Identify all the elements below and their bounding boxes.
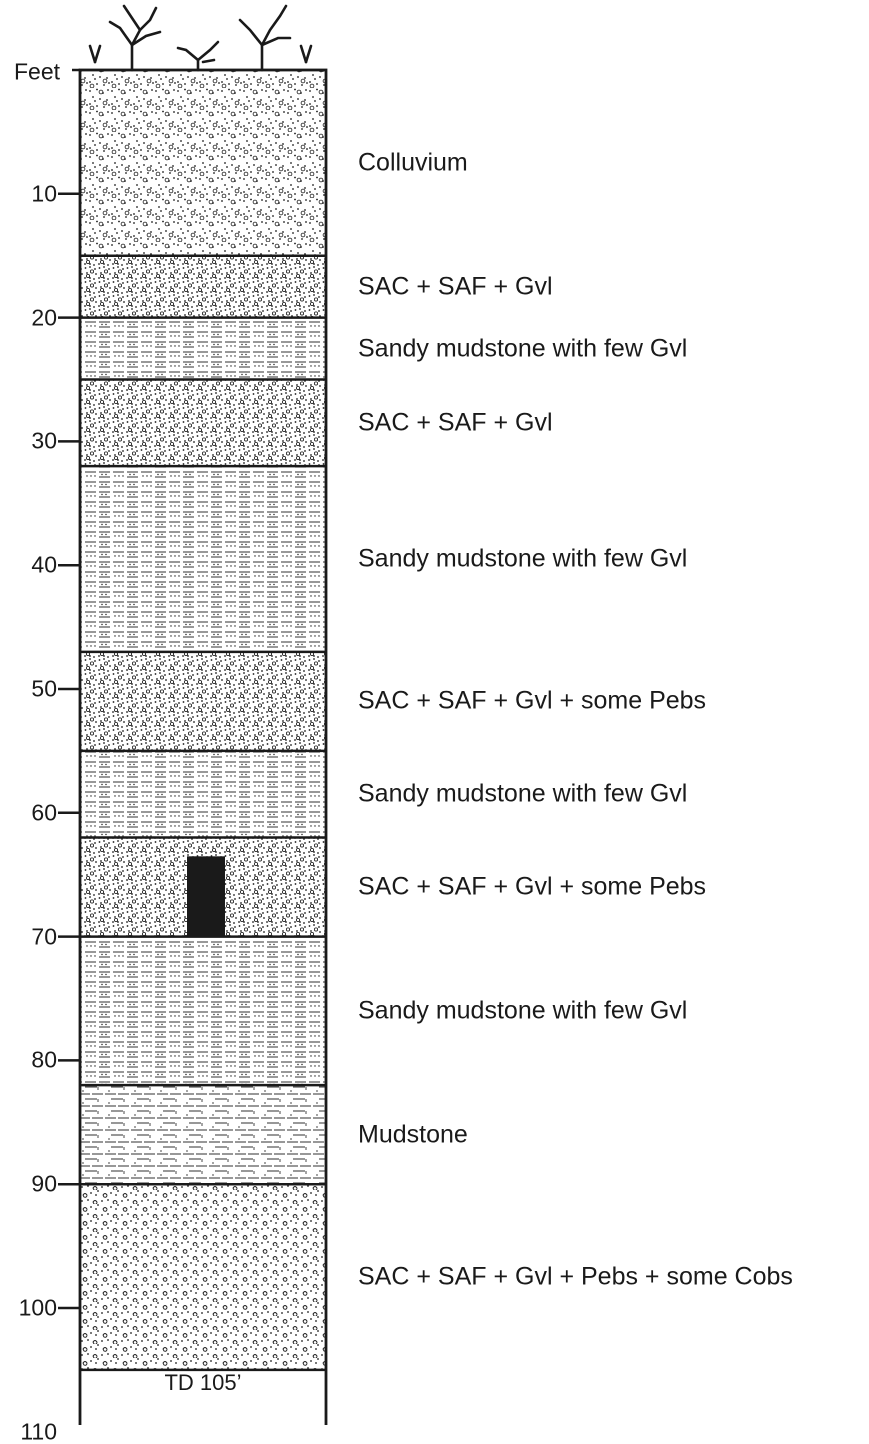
depth-tick-label: 20 — [31, 304, 57, 331]
layer-sandy-mudstone — [80, 466, 326, 652]
layer-description: SAC + SAF + Gvl — [358, 272, 553, 301]
layer-pebbles-cobbles — [80, 1184, 326, 1370]
sample-interval-bar — [187, 856, 225, 937]
depth-tick-label: 70 — [31, 923, 57, 950]
layer-colluvium — [80, 70, 326, 256]
depth-tick-label: 100 — [18, 1294, 57, 1321]
layer-description: SAC + SAF + Gvl + Pebs + some Cobs — [358, 1262, 793, 1291]
layer-sand-gravel — [80, 651, 326, 751]
layer-sandy-mudstone — [80, 317, 326, 380]
layer-sand-gravel — [80, 255, 326, 318]
layer-description: Colluvium — [358, 148, 468, 177]
vegetation-symbol — [88, 4, 313, 72]
depth-tick-label: 10 — [31, 180, 57, 207]
log-column-frame — [78, 68, 328, 1425]
layer-sandy-mudstone — [80, 936, 326, 1086]
layer-description: Sandy mudstone with few Gvl — [358, 779, 688, 808]
depth-tick-label: 110 — [20, 1418, 57, 1444]
depth-tick-label: 30 — [31, 427, 57, 454]
layer-description: Sandy mudstone with few Gvl — [358, 334, 688, 363]
layer-sand-gravel — [80, 379, 326, 467]
layer-mudstone — [80, 1085, 326, 1185]
layer-description: Sandy mudstone with few Gvl — [358, 996, 688, 1025]
depth-tick-label: 50 — [31, 675, 57, 702]
layer-description: SAC + SAF + Gvl + some Pebs — [358, 686, 707, 715]
depth-tick-label: 40 — [31, 551, 57, 578]
depth-tick-label: 90 — [31, 1170, 57, 1197]
layer-none — [80, 1369, 326, 1425]
depth-tick-label: 60 — [31, 799, 57, 826]
layer-description: SAC + SAF + Gvl — [358, 408, 553, 437]
depth-tick-label: 80 — [31, 1046, 57, 1073]
layer-sandy-mudstone — [80, 750, 326, 838]
layer-description: SAC + SAF + Gvl + some Pebs — [358, 872, 707, 901]
total-depth-label: TD 105’ — [164, 1369, 242, 1395]
layer-description: Sandy mudstone with few Gvl — [358, 544, 688, 573]
depth-unit-label: Feet — [14, 58, 61, 85]
layer-description: Mudstone — [358, 1120, 468, 1149]
